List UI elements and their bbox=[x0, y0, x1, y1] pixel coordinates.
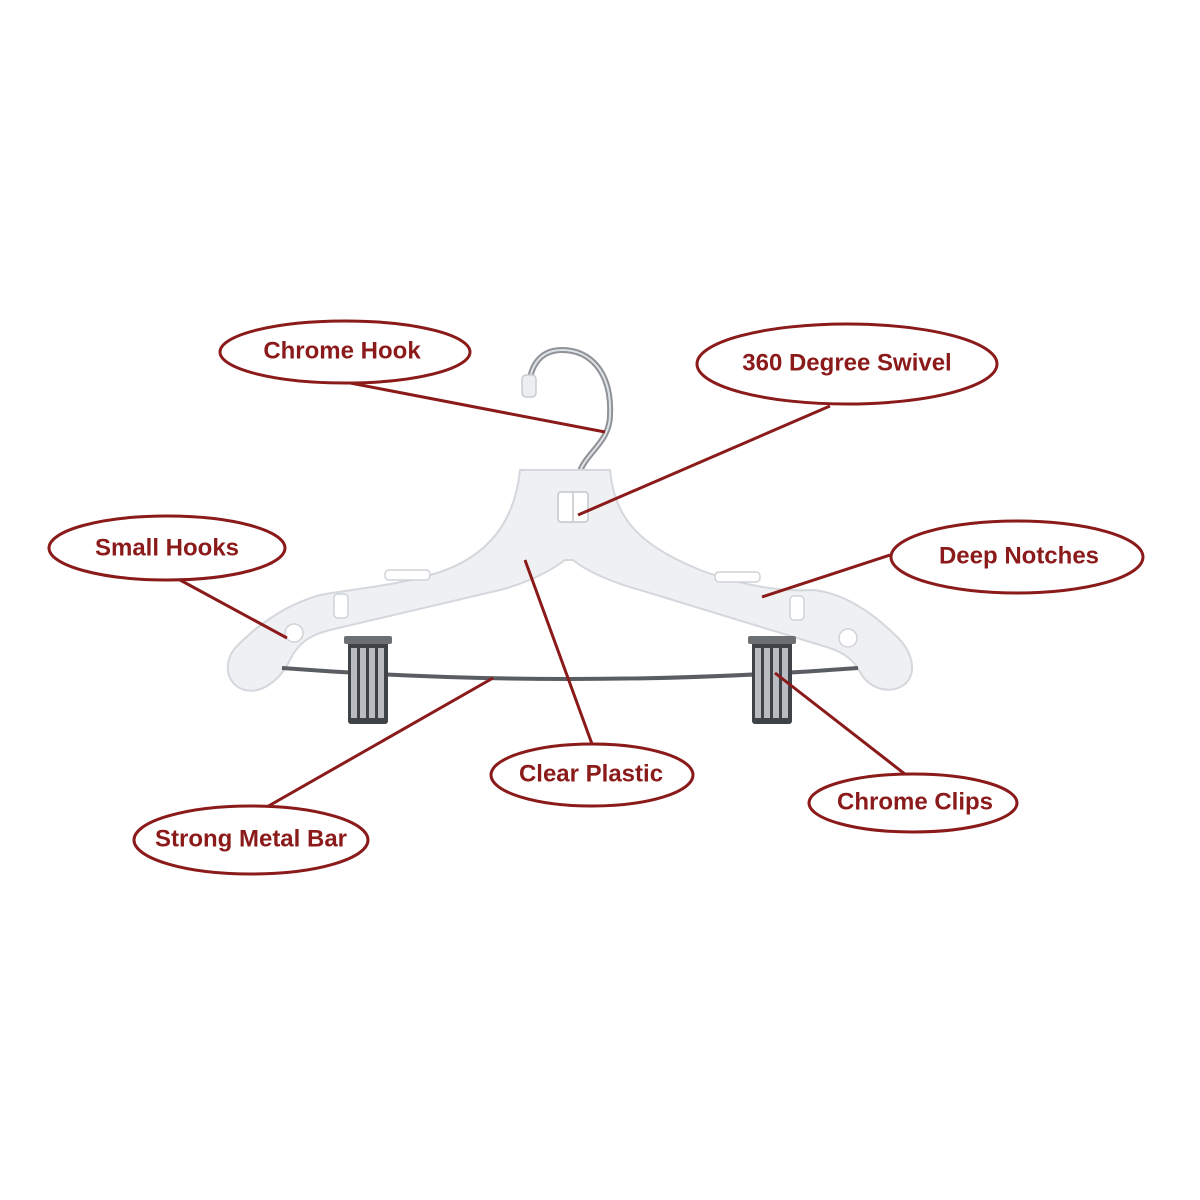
leader-chrome-hook bbox=[344, 380, 606, 434]
leader-metal-bar bbox=[264, 676, 494, 810]
callout-chrome-clips: Chrome Clips bbox=[807, 772, 1019, 834]
callout-label: Deep Notches bbox=[939, 542, 1099, 569]
callout-chrome-hook: Chrome Hook bbox=[218, 319, 472, 385]
callout-label: 360 Degree Swivel bbox=[742, 349, 951, 376]
callout-360-degree-swivel: 360 Degree Swivel bbox=[695, 322, 999, 406]
leader-lines bbox=[179, 380, 911, 810]
leader-clear-plastic bbox=[523, 559, 594, 745]
chrome-hook bbox=[526, 346, 614, 483]
right-clip bbox=[748, 636, 796, 724]
leader-swivel bbox=[577, 404, 831, 517]
callout-clear-plastic: Clear Plastic bbox=[489, 742, 695, 808]
callout-label: Chrome Clips bbox=[837, 788, 993, 815]
callout-label: Strong Metal Bar bbox=[155, 825, 347, 852]
leader-deep-notches bbox=[761, 553, 891, 599]
callout-label: Small Hooks bbox=[95, 534, 239, 561]
leader-small-hooks bbox=[179, 578, 288, 640]
leader-chrome-clips bbox=[774, 671, 911, 780]
callout-small-hooks: Small Hooks bbox=[47, 514, 287, 582]
callout-strong-metal-bar: Strong Metal Bar bbox=[132, 804, 370, 876]
callout-label: Clear Plastic bbox=[519, 760, 663, 787]
callout-deep-notches: Deep Notches bbox=[889, 519, 1145, 595]
hanger-illustration bbox=[226, 346, 914, 724]
left-clip bbox=[344, 636, 392, 724]
callout-label: Chrome Hook bbox=[263, 337, 421, 364]
